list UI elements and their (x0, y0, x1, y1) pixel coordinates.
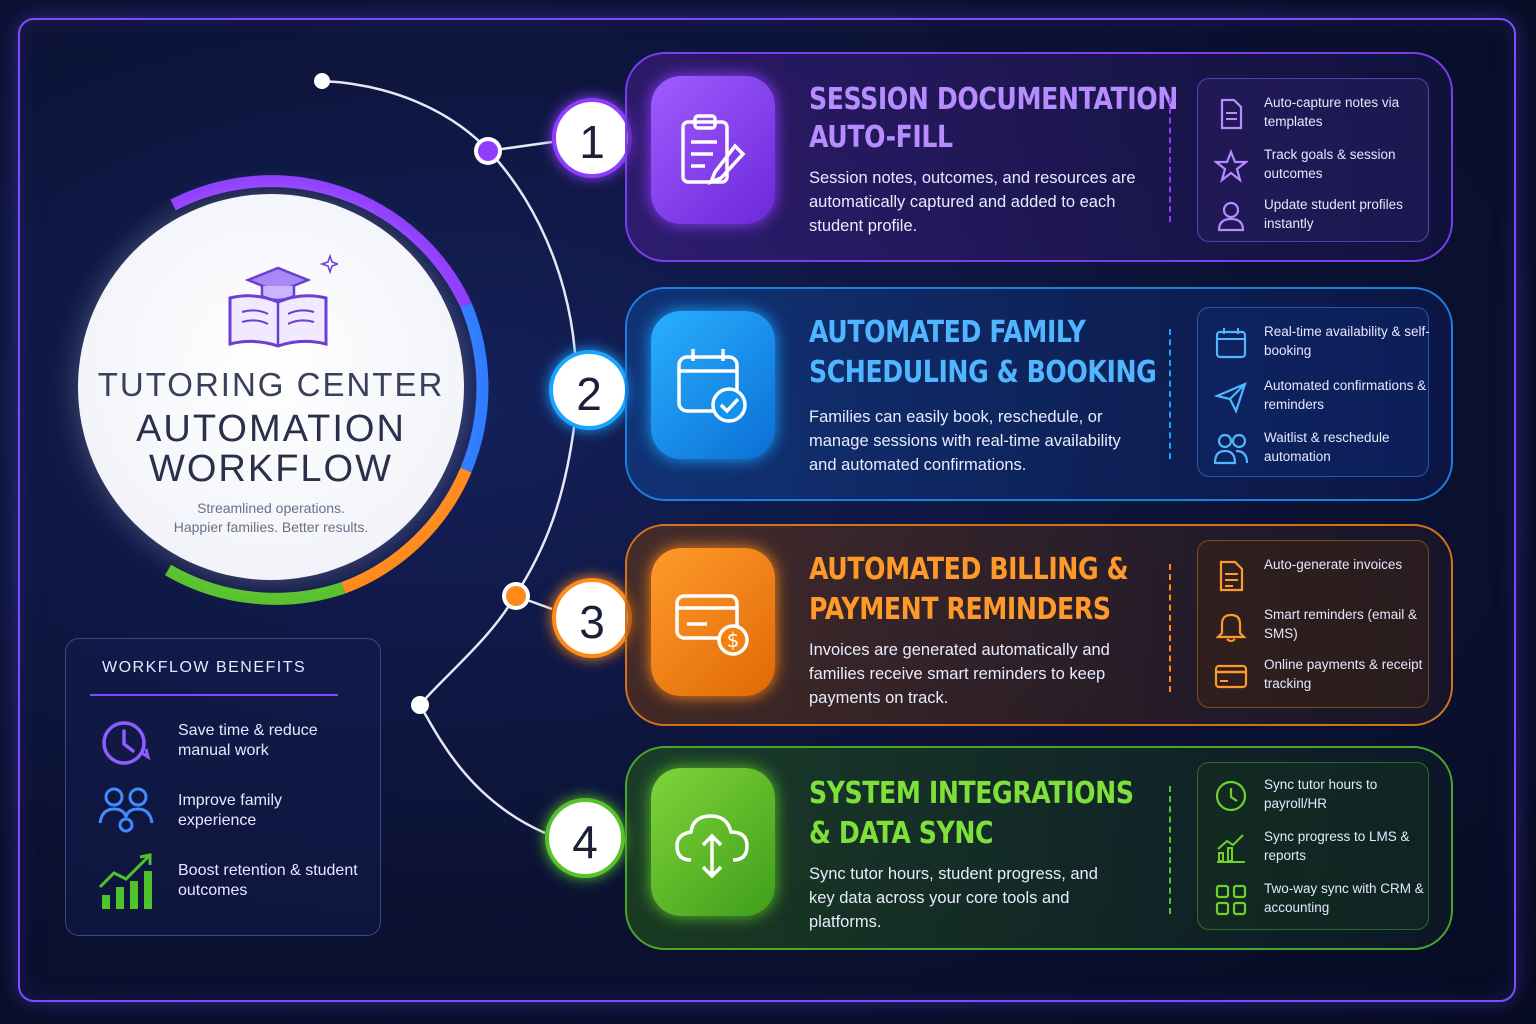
step-card-integrations-sync: SYSTEM INTEGRATIONS & DATA SYNC Sync tut… (625, 746, 1453, 950)
step-tile (651, 311, 775, 459)
feature-list: Auto-capture notes via templates Track g… (1197, 78, 1429, 242)
feature-text: Two-way sync with CRM & accounting (1264, 881, 1424, 915)
feature-item: Track goals & session outcomes (1214, 145, 1424, 185)
hero-subtitle-line-2: Happier families. Better results. (173, 519, 369, 535)
feature-list: Sync tutor hours to payroll/HR Sync prog… (1197, 762, 1429, 930)
hero-title-line-3: WORKFLOW (149, 448, 393, 490)
feature-text: Smart reminders (email & SMS) (1264, 607, 1418, 641)
star-icon (1214, 149, 1248, 183)
feature-text: Waitlist & reschedule automation (1264, 430, 1390, 464)
benefit-item: Improve family experience (96, 783, 366, 843)
step-card-billing-reminders: $ AUTOMATED BILLING & PAYMENT REMINDERS … (625, 524, 1453, 726)
benefit-text: Improve family experience (178, 792, 283, 829)
feature-text: Sync tutor hours to payroll/HR (1264, 777, 1378, 811)
clipboard-edit-icon (681, 114, 746, 186)
feature-text: Track goals & session outcomes (1264, 147, 1396, 181)
group-icon (1214, 433, 1248, 465)
step-tile: $ (651, 548, 775, 696)
step-description: Session notes, outcomes, and resources a… (809, 169, 1136, 235)
benefit-text: Save time & reduce manual work (178, 722, 318, 759)
feature-text: Automated confirmations & reminders (1264, 378, 1427, 412)
calendar-icon (1215, 328, 1247, 359)
divider (1169, 564, 1171, 692)
feature-item: Two-way sync with CRM & accounting (1214, 879, 1424, 919)
benefit-item: Boost retention & student outcomes (96, 853, 366, 913)
hero-title-line-1: TUTORING CENTER (97, 366, 445, 403)
step-title-line-1: SYSTEM INTEGRATIONS (809, 776, 1134, 811)
step-card-session-documentation: SESSION DOCUMENTATION AUTO-FILL Session … (625, 52, 1453, 262)
send-icon (1214, 382, 1247, 414)
clock-icon (102, 721, 151, 765)
user-icon (1217, 201, 1245, 232)
step-number-4: 4 (545, 798, 625, 878)
feature-text: Sync progress to LMS & reports (1264, 829, 1410, 863)
calendar-check-icon (677, 349, 747, 423)
svg-text:$: $ (727, 628, 740, 652)
feature-list: Real-time availability & self-booking Au… (1197, 307, 1430, 477)
feature-item: Sync progress to LMS & reports (1214, 827, 1424, 867)
step-description: Invoices are generated automatically and… (809, 641, 1110, 707)
step-title-line-1: AUTOMATED FAMILY (809, 315, 1086, 350)
divider (1169, 98, 1171, 222)
step-card-family-scheduling: AUTOMATED FAMILY SCHEDULING & BOOKING Fa… (625, 287, 1453, 501)
hero-circle: TUTORING CENTER AUTOMATION WORKFLOW Stre… (78, 194, 464, 580)
feature-text: Auto-generate invoices (1264, 557, 1403, 572)
step-title-line-1: SESSION DOCUMENTATION (809, 82, 1178, 117)
clock-icon (1215, 780, 1247, 812)
benefits-heading: WORKFLOW BENEFITS (102, 659, 307, 676)
step-tile (651, 768, 775, 916)
document-icon (1220, 98, 1243, 130)
feature-item: Waitlist & reschedule automation (1214, 428, 1424, 468)
feature-item: Real-time availability & self-booking (1214, 322, 1430, 362)
step-title-line-2: SCHEDULING & BOOKING (809, 355, 1157, 390)
feature-item: Auto-capture notes via templates (1214, 93, 1424, 133)
hero-title-line-2: AUTOMATION (136, 408, 406, 450)
feature-item: Automated confirmations & reminders (1214, 376, 1426, 416)
invoice-icon (1219, 560, 1244, 592)
credit-card-dollar-icon: $ (675, 594, 749, 656)
divider (1169, 786, 1171, 914)
graduation-book-icon (228, 253, 338, 348)
feature-item: Update student profiles instantly (1214, 195, 1424, 235)
step-number-2: 2 (549, 350, 629, 430)
step-title-line-1: AUTOMATED BILLING & (809, 552, 1129, 587)
step-tile (651, 76, 775, 224)
grid-icon (1215, 884, 1247, 916)
feature-item: Smart reminders (email & SMS) (1214, 605, 1424, 645)
feature-text: Real-time availability & self-booking (1264, 324, 1430, 358)
step-title-line-2: AUTO-FILL (809, 120, 953, 155)
card-icon (1214, 664, 1248, 689)
growth-chart-icon (98, 853, 152, 909)
step-number-1: 1 (552, 98, 632, 178)
bell-icon (1215, 613, 1247, 642)
divider (1169, 329, 1171, 459)
feature-text: Update student profiles instantly (1264, 197, 1403, 231)
benefits-divider (90, 694, 338, 696)
feature-list: Auto-generate invoices Smart reminders (… (1197, 540, 1429, 708)
family-icon (98, 787, 154, 833)
step-title-line-2: PAYMENT REMINDERS (809, 592, 1111, 627)
feature-item: Online payments & receipt tracking (1214, 655, 1424, 695)
feature-text: Auto-capture notes via templates (1264, 95, 1400, 129)
feature-item: Sync tutor hours to payroll/HR (1214, 775, 1424, 815)
step-number-3: 3 (552, 578, 632, 658)
outer-frame (18, 18, 1516, 1002)
cloud-sync-icon (675, 814, 749, 879)
step-description: Sync tutor hours, student progress, and … (809, 865, 1098, 931)
step-description: Families can easily book, reschedule, or… (809, 408, 1121, 474)
feature-item: Auto-generate invoices (1214, 555, 1424, 595)
step-title-line-2: & DATA SYNC (809, 816, 994, 851)
chart-icon (1217, 834, 1245, 863)
feature-text: Online payments & receipt tracking (1264, 657, 1423, 691)
workflow-benefits-panel: WORKFLOW BENEFITS Save time & reduce man… (65, 638, 381, 936)
benefit-item: Save time & reduce manual work (96, 713, 366, 773)
hero-subtitle-line-1: Streamlined operations. (197, 500, 345, 516)
benefit-text: Boost retention & student outcomes (178, 862, 358, 899)
